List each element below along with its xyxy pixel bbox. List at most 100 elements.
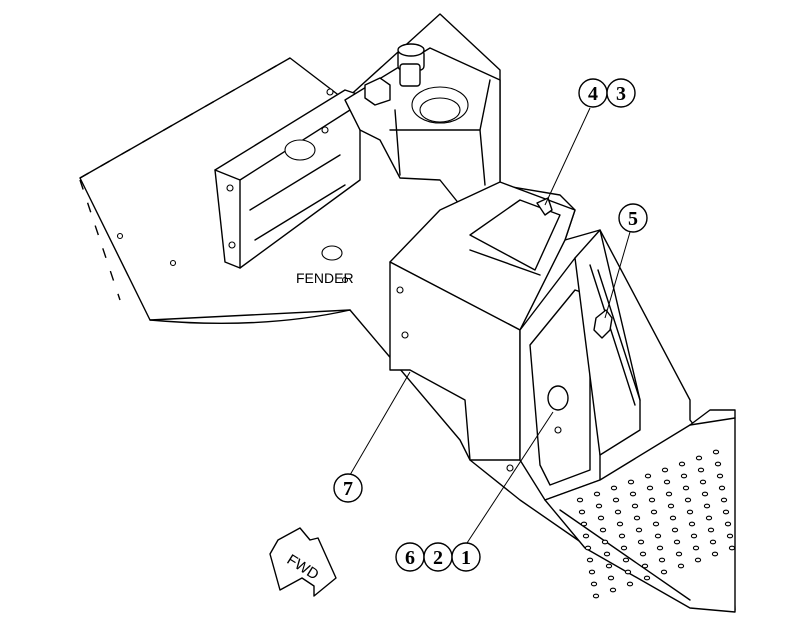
bolt [364,43,425,106]
callout-7-label: 7 [343,478,353,500]
callout-7: 7 [333,473,363,503]
perforation-hole [639,551,647,557]
perforation-hole [699,479,707,485]
latch [536,197,553,216]
perforation-hole [643,575,651,581]
perforation-hole [654,533,662,539]
perforation-hole [627,479,635,485]
perforation-hole [650,509,658,515]
perforation-hole [601,539,609,545]
callout-1-label: 1 [461,547,471,569]
callout-1: 1 [451,542,481,572]
perforation-hole [618,533,626,539]
callout-2: 2 [423,542,453,572]
perforation-hole [620,545,628,551]
perforation-hole [658,557,666,563]
callout-3-label: 3 [616,83,626,105]
perforation-hole [720,497,728,503]
perforation-hole [584,545,592,551]
perforation-hole [656,545,664,551]
perforation-hole [663,479,671,485]
perforation-hole [660,569,668,575]
perforation-hole [722,509,730,515]
perforation-hole [578,509,586,515]
perforation-hole [667,503,675,509]
perforation-hole [588,569,596,575]
leader-lines [349,107,631,544]
callout-6: 6 [395,542,425,572]
perforation-hole [646,485,654,491]
perforation-hole [690,533,698,539]
perforation-hole [580,521,588,527]
callout-4-label: 4 [588,83,598,105]
perforation-hole [609,587,617,593]
perforation-hole [705,515,713,521]
perforation-hole [694,557,702,563]
perforation-hole [703,503,711,509]
perforation-hole [714,461,722,467]
perforation-hole [682,485,690,491]
perforation-hole [724,521,732,527]
perforation-hole [686,509,694,515]
perforation-hole [590,581,598,587]
fender-label: FENDER [296,270,354,286]
perforation-hole [629,491,637,497]
callout-3: 3 [606,78,636,108]
perforation-hole [701,491,709,497]
perforation-hole [678,461,686,467]
perforation-hole [677,563,685,569]
perforation-hole [648,497,656,503]
perforation-hole [695,455,703,461]
perforation-hole [716,473,724,479]
perforation-hole [605,563,613,569]
perforation-hole [616,521,624,527]
side-bracket [593,309,613,339]
perforation-hole [726,533,734,539]
perforation-hole [576,497,584,503]
perforation-hole [684,497,692,503]
perforation-hole [711,551,719,557]
perforation-hole [673,539,681,545]
callout-6-label: 6 [405,547,415,569]
perforation-hole [641,563,649,569]
perforation-hole [592,593,600,599]
perforation-hole [680,473,688,479]
upper-bracket [214,88,361,269]
callout-2-label: 2 [433,547,443,569]
callout-5-label: 5 [628,208,638,230]
fwd-arrow: FWD [269,527,337,597]
perforation-hole [603,551,611,557]
floor-plate [544,409,736,613]
perforation-hole [675,551,683,557]
perforation-hole [631,503,639,509]
perforation-hole [697,467,705,473]
perforation-hole [607,575,615,581]
perforation-hole [612,497,620,503]
perforation-hole [692,545,700,551]
perforation-hole [635,527,643,533]
perforation-hole [637,539,645,545]
perforation-hole [644,473,652,479]
callout-5: 5 [618,203,648,233]
perforation-hole [665,491,673,497]
perforation-hole [688,521,696,527]
perforation-hole [728,545,736,551]
perforation-hole [718,485,726,491]
perforation-hole [661,467,669,473]
callout-4: 4 [578,78,608,108]
perforation-hole [707,527,715,533]
perforation-hole [586,557,594,563]
perforation-hole [712,449,720,455]
perforation-hole [593,491,601,497]
perforation-hole [582,533,590,539]
perforation-hole [633,515,641,521]
perforation-hole [595,503,603,509]
perforation-hole [671,527,679,533]
perforation-hole [622,557,630,563]
perforation-hole [599,527,607,533]
perforation-hole [669,515,677,521]
perforation-hole [652,521,660,527]
perforation-hole [626,581,634,587]
